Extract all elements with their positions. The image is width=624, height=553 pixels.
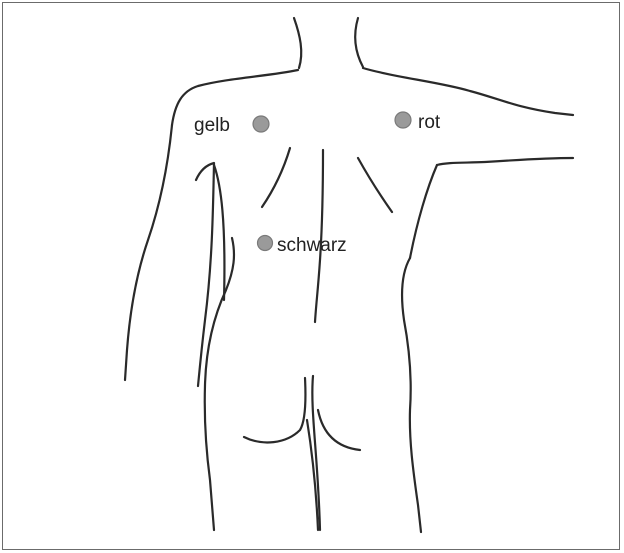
electrode-rot-dot — [395, 112, 411, 128]
right-scapula-line — [358, 158, 392, 212]
electrode-gelb-label: gelb — [194, 115, 230, 136]
left-torso-crease — [214, 165, 224, 300]
left-arm-inner-line — [196, 163, 214, 386]
electrode-schwarz-label: schwarz — [277, 235, 347, 256]
electrode-rot-label: rot — [418, 112, 441, 133]
right-waist-line — [402, 258, 421, 532]
right-armpit-line — [410, 165, 437, 258]
left-arm-outer-line — [125, 125, 172, 380]
right-arm-underside-line — [437, 158, 573, 165]
left-shoulder-line — [172, 70, 298, 125]
right-shoulder-arm-top-line — [363, 68, 573, 115]
electrode-gelb-dot — [253, 116, 269, 132]
neck-left-line — [294, 18, 301, 68]
neck-right-line — [355, 18, 363, 67]
right-buttock-line — [318, 410, 360, 450]
left-buttock-line — [244, 378, 305, 442]
left-scapula-line — [262, 148, 290, 207]
electrode-schwarz-dot — [258, 236, 273, 251]
